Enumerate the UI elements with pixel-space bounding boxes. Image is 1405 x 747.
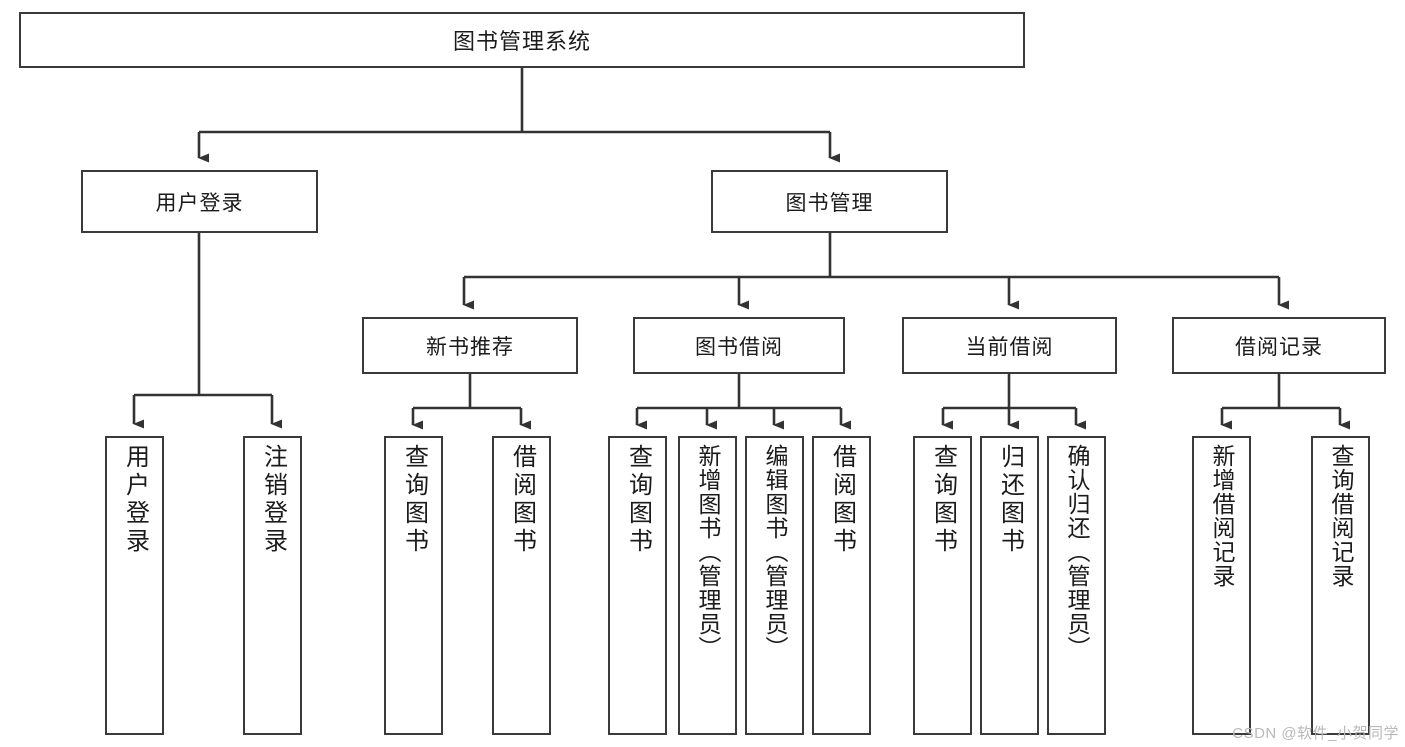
leaf-query-book-current[interactable]: 查询图书	[913, 436, 972, 735]
leaf-logout[interactable]: 注销登录	[243, 436, 302, 735]
node-label: 确认归还（管理员）	[1064, 444, 1090, 660]
node-root-system[interactable]: 图书管理系统	[19, 12, 1025, 68]
node-label: 新增借阅记录	[1209, 444, 1235, 588]
node-label: 新增图书（管理员）	[695, 444, 721, 660]
node-label: 注销登录	[259, 444, 287, 556]
node-label: 查询图书	[929, 444, 957, 556]
leaf-edit-book-admin[interactable]: 编辑图书（管理员）	[745, 436, 804, 735]
node-label: 查询图书	[400, 444, 428, 556]
leaf-query-book-recommend[interactable]: 查询图书	[384, 436, 443, 735]
node-label: 归还图书	[996, 444, 1024, 556]
leaf-borrow-book[interactable]: 借阅图书	[812, 436, 871, 735]
node-label: 查询借阅记录	[1328, 444, 1354, 588]
node-label: 借阅图书	[828, 444, 856, 556]
node-label: 图书借阅	[695, 335, 783, 359]
leaf-query-borrow-record[interactable]: 查询借阅记录	[1311, 436, 1370, 735]
leaf-user-login[interactable]: 用户登录	[105, 436, 164, 735]
node-label: 借阅图书	[508, 444, 536, 556]
node-label: 用户登录	[121, 444, 149, 556]
node-borrow-record[interactable]: 借阅记录	[1172, 317, 1386, 374]
leaf-borrow-book-recommend[interactable]: 借阅图书	[492, 436, 551, 735]
leaf-add-book-admin[interactable]: 新增图书（管理员）	[678, 436, 737, 735]
leaf-return-book[interactable]: 归还图书	[980, 436, 1039, 735]
node-new-book-recommend[interactable]: 新书推荐	[362, 317, 578, 374]
node-book-borrow[interactable]: 图书借阅	[633, 317, 845, 374]
node-label: 图书管理	[785, 191, 874, 215]
node-user-login[interactable]: 用户登录	[81, 170, 318, 233]
leaf-add-borrow-record[interactable]: 新增借阅记录	[1192, 436, 1251, 735]
node-book-management[interactable]: 图书管理	[711, 170, 948, 233]
node-label: 借阅记录	[1235, 335, 1323, 359]
leaf-confirm-return-admin[interactable]: 确认归还（管理员）	[1047, 436, 1106, 735]
node-current-borrow[interactable]: 当前借阅	[902, 317, 1117, 374]
node-label: 编辑图书（管理员）	[762, 444, 788, 660]
node-label: 查询图书	[624, 444, 652, 556]
node-label: 图书管理系统	[452, 29, 591, 54]
node-label: 用户登录	[155, 191, 244, 215]
leaf-query-book-borrow[interactable]: 查询图书	[608, 436, 667, 735]
node-label: 新书推荐	[426, 335, 514, 359]
node-label: 当前借阅	[965, 335, 1054, 359]
